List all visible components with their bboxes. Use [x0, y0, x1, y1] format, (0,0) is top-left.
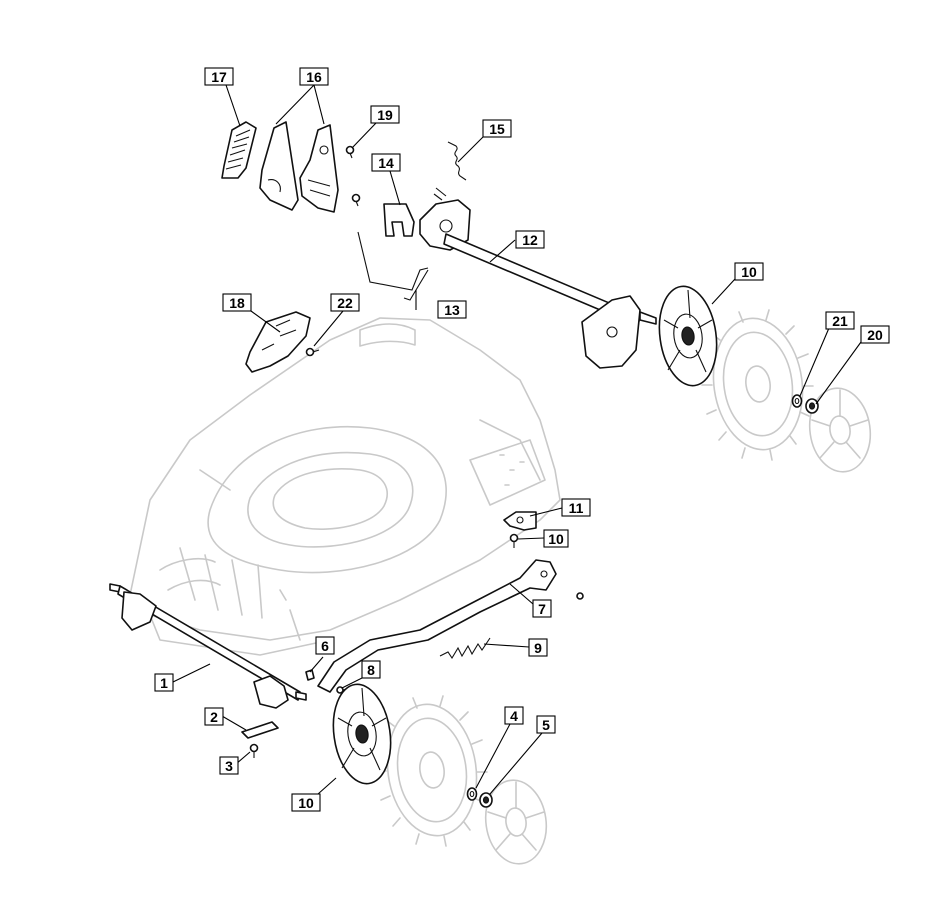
- svg-text:10: 10: [298, 795, 314, 811]
- part-label-19: 18: [222, 293, 252, 312]
- front-wheel-rim-part: [332, 683, 392, 785]
- lever-cover-right-part: [299, 124, 339, 213]
- svg-text:16: 16: [306, 69, 322, 85]
- part-label-4: 4: [504, 706, 524, 725]
- part-label-5: 5: [536, 715, 556, 734]
- part-label-10-rear: 10: [734, 262, 764, 281]
- washer-part-4: [466, 787, 478, 801]
- leader-lines: [172, 84, 862, 795]
- svg-text:2: 2: [210, 709, 218, 725]
- svg-text:5: 5: [542, 717, 550, 733]
- screw-part-23: [305, 347, 320, 357]
- clip-part-15: [383, 203, 415, 237]
- part-label-11: 10: [543, 529, 569, 548]
- part-label-22: 21: [825, 311, 855, 330]
- washer-part-22: [791, 394, 803, 408]
- part-label-12: 11: [561, 498, 591, 517]
- svg-text:10: 10: [741, 264, 757, 280]
- bracket-part-12: [503, 511, 537, 531]
- part-label-8: 8: [361, 660, 381, 679]
- svg-text:3: 3: [225, 758, 233, 774]
- lever-rod-part: [357, 231, 429, 301]
- svg-text:15: 15: [489, 121, 505, 137]
- part-label-17: 16: [299, 67, 329, 86]
- part-label-16: 15: [482, 119, 512, 138]
- svg-text:7: 7: [538, 601, 546, 617]
- rear-axle-part: [419, 187, 657, 369]
- part-label-21: 20: [860, 325, 890, 344]
- clip-part-6: [305, 669, 315, 681]
- front-axle-part: [109, 583, 307, 709]
- lever-cover-left-part: [259, 121, 299, 211]
- plate-part-2: [241, 721, 279, 739]
- svg-text:13: 13: [444, 302, 460, 318]
- svg-text:14: 14: [378, 155, 394, 171]
- svg-text:9: 9: [534, 640, 542, 656]
- svg-text:17: 17: [211, 69, 227, 85]
- part-label-7: 7: [532, 599, 552, 618]
- svg-text:10: 10: [548, 531, 564, 547]
- screw-part-20: [345, 145, 361, 207]
- part-label-10-front: 10: [291, 793, 321, 812]
- torsion-spring-part: [447, 141, 467, 181]
- height-lever-part: [245, 311, 311, 373]
- svg-text:22: 22: [337, 295, 353, 311]
- part-label-9: 9: [528, 638, 548, 657]
- nut-part-5: [479, 792, 493, 808]
- part-label-18: 17: [204, 67, 234, 86]
- rear-wheel-rim-part: [658, 285, 718, 387]
- part-label-3: 3: [219, 756, 239, 775]
- svg-text:11: 11: [569, 500, 584, 516]
- part-label-20: 19: [370, 105, 400, 124]
- nut-part-21: [805, 398, 819, 414]
- svg-text:20: 20: [867, 327, 883, 343]
- screw-part-3: [249, 743, 259, 758]
- svg-text:19: 19: [377, 107, 393, 123]
- tension-spring-part: [439, 637, 491, 660]
- rear-hubcap-ghost: [808, 387, 872, 473]
- svg-text:18: 18: [229, 295, 245, 311]
- svg-text:6: 6: [321, 638, 329, 654]
- rear-wheel-ghost: [701, 309, 814, 461]
- adjustment-rod-part: [317, 559, 584, 693]
- part-label-6: 6: [315, 636, 335, 655]
- screw-part-11: [509, 533, 519, 548]
- svg-text:4: 4: [510, 708, 518, 724]
- svg-text:1: 1: [160, 675, 168, 691]
- part-label-13: 12: [515, 230, 545, 249]
- part-label-1: 1: [154, 673, 174, 692]
- mower-deck-outline: [129, 317, 561, 656]
- front-hubcap-ghost: [484, 779, 548, 865]
- part-label-15: 14: [371, 153, 401, 172]
- part-label-14: 13: [437, 300, 467, 319]
- svg-text:21: 21: [832, 313, 848, 329]
- svg-text:8: 8: [367, 662, 375, 678]
- svg-text:12: 12: [522, 232, 538, 248]
- front-wheel-ghost: [375, 695, 488, 847]
- part-label-23: 22: [330, 293, 360, 312]
- height-adjuster-strip-part: [221, 121, 257, 179]
- part-label-2: 2: [204, 707, 224, 726]
